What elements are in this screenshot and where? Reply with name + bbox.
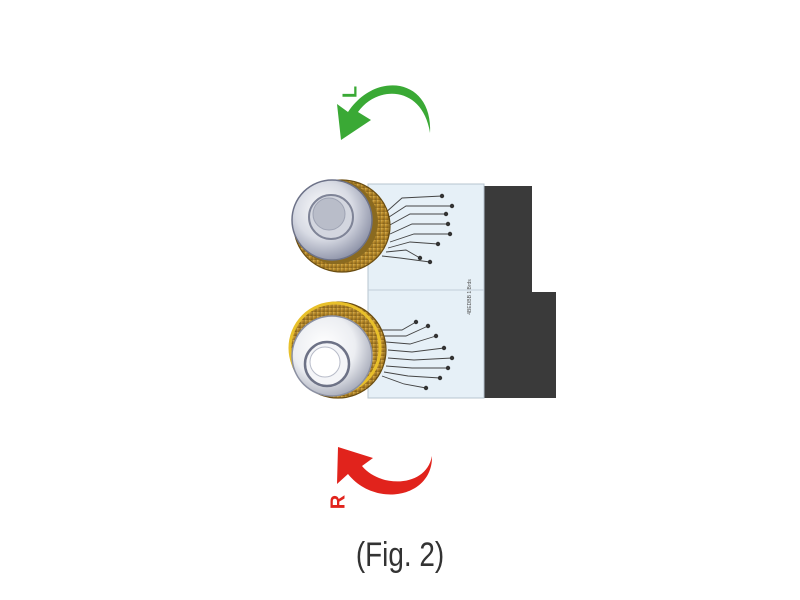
- contact-traces-upper: [381, 195, 452, 263]
- contact-pins-lower: [413, 319, 455, 391]
- device-assembly: 4BEDBB 1 Brds: [288, 179, 556, 399]
- contact-pins-upper: [417, 193, 455, 265]
- green-arc-arrow-icon: [337, 85, 431, 140]
- lower-adjustment-knob: [288, 301, 387, 399]
- plate-label: 4BEDBB 1 Brds: [467, 279, 473, 315]
- figure-caption: (Fig. 2): [355, 536, 445, 574]
- rotation-label-right: R: [327, 494, 349, 509]
- housing-block: [484, 186, 556, 398]
- contact-traces-lower: [381, 321, 453, 389]
- rotation-arrow-right: R: [327, 447, 433, 509]
- rotation-arrow-left: L: [337, 85, 431, 140]
- rotation-label-left: L: [339, 86, 361, 98]
- upper-adjustment-knob: [291, 179, 391, 273]
- red-arc-arrow-icon: [337, 447, 433, 495]
